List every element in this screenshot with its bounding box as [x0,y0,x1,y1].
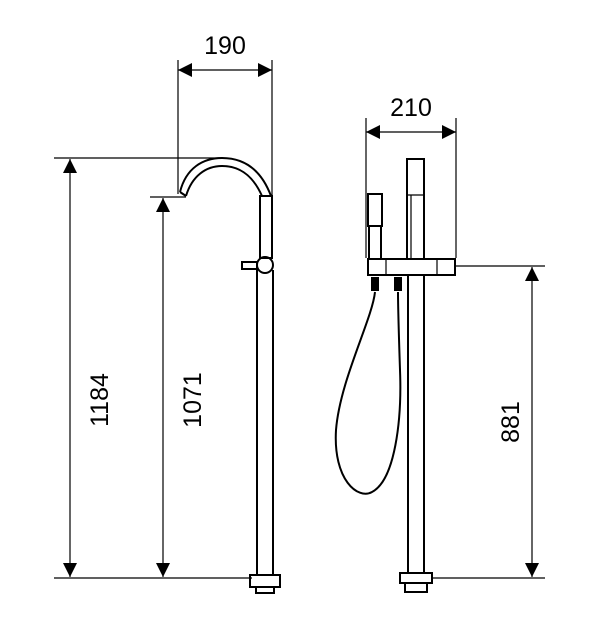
dimension-body-width: 210 [366,94,456,139]
extension-lines-right [365,118,545,579]
dimension-spout-reach: 190 [178,32,272,77]
dimension-spout-height: 1071 [156,198,207,577]
dimension-total-height: 1184 [63,159,114,577]
hand-shower-head [367,193,383,227]
extension-lines-left [54,60,273,579]
dimension-label-881: 881 [497,401,525,443]
dimension-label-1071: 1071 [179,372,207,428]
hose-connector-right [394,277,402,291]
dimension-label-1184: 1184 [86,373,114,427]
hose-connector-left [371,277,379,291]
front-view-faucet [334,158,456,593]
dimension-label-190: 190 [204,32,246,60]
shower-hose [334,291,402,495]
dimension-body-height: 881 [497,267,539,577]
dimension-label-210: 210 [390,94,432,122]
side-view-faucet [179,156,281,594]
